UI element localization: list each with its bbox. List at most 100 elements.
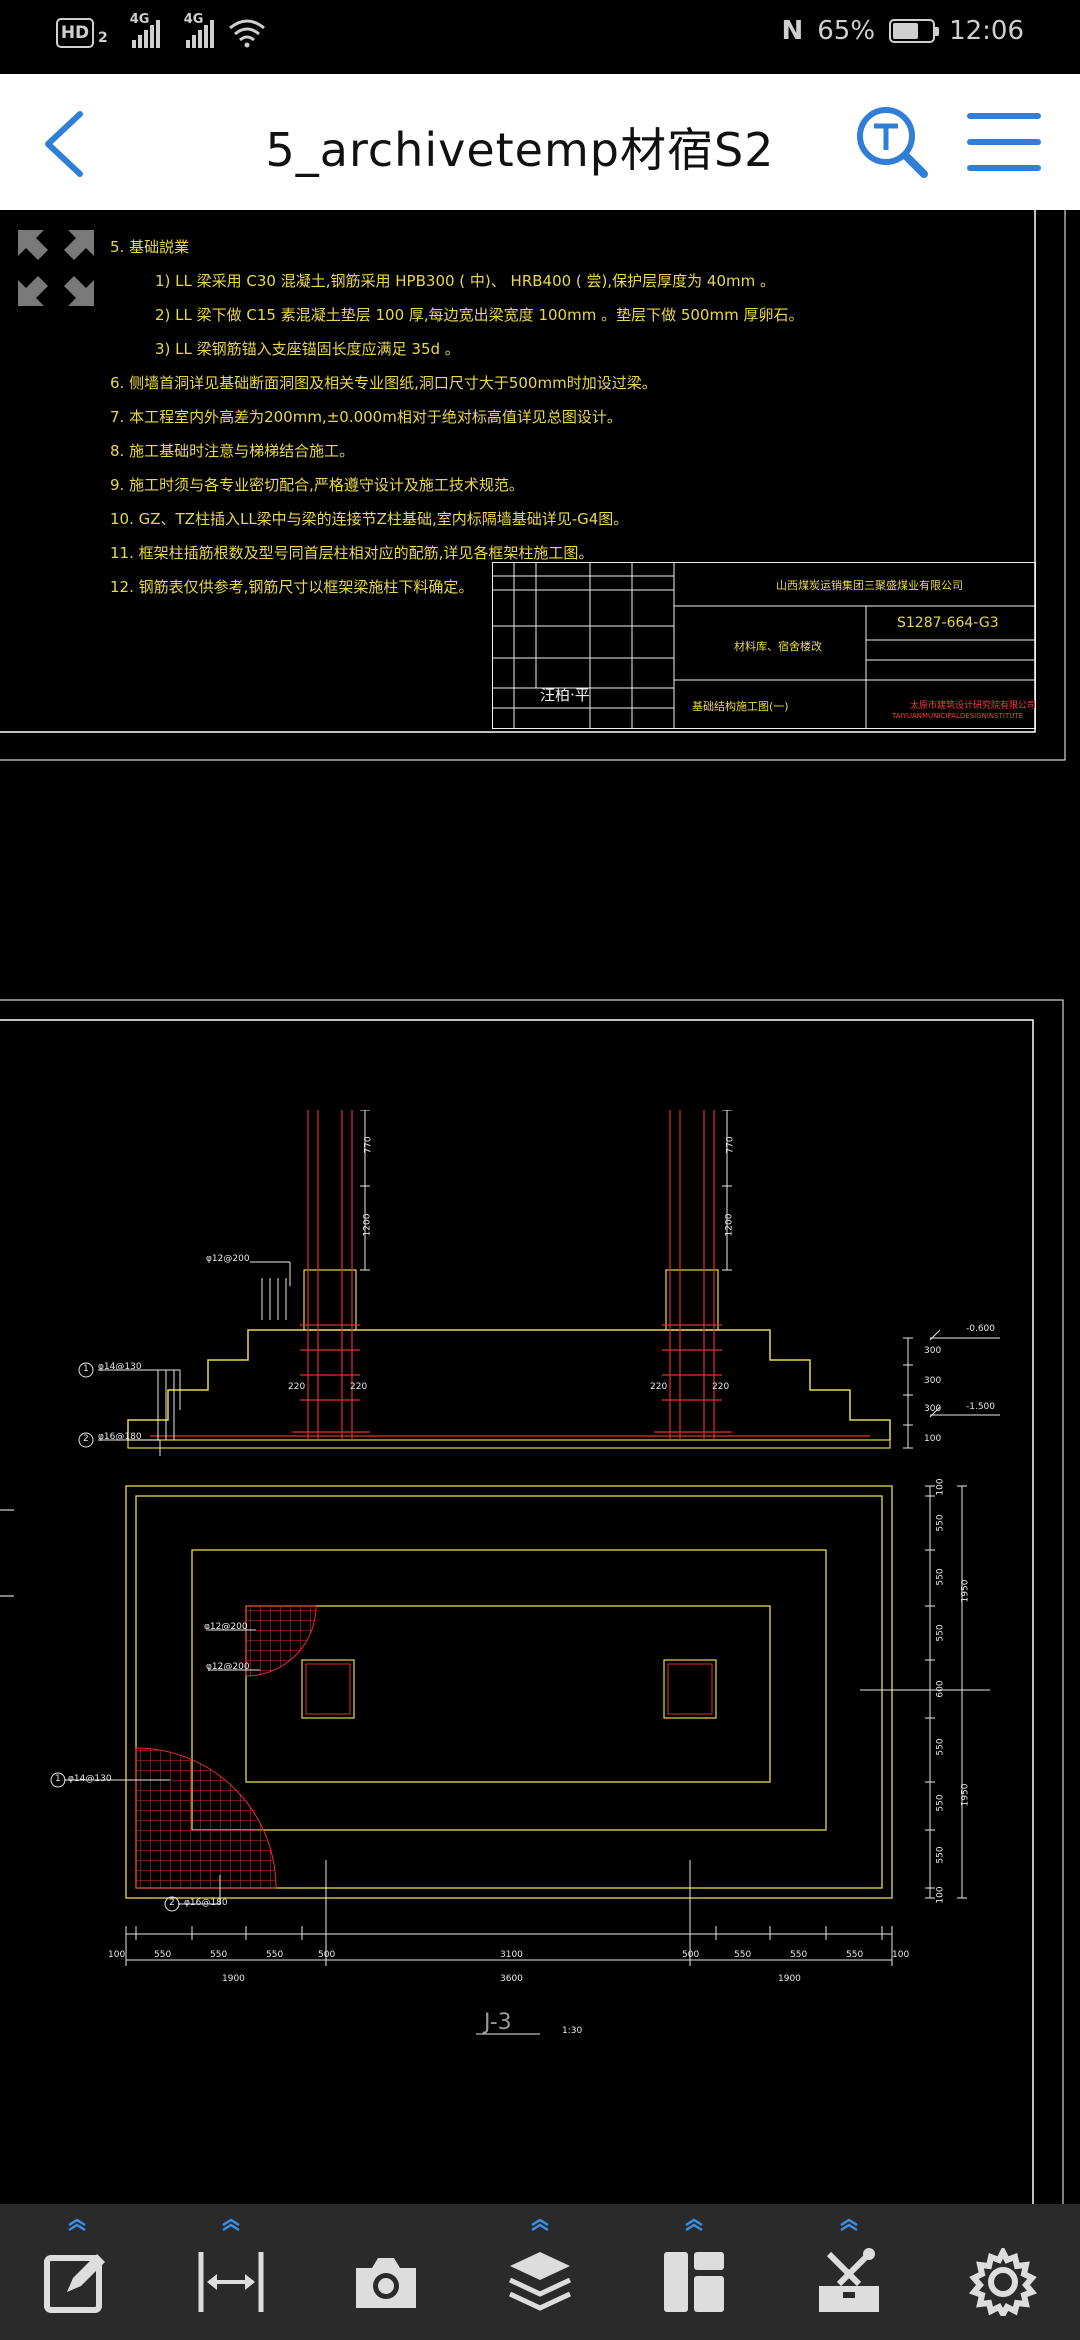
settings-button[interactable] bbox=[943, 2212, 1063, 2332]
dim-bottom: 550 bbox=[266, 1950, 284, 1960]
hd-voice-icon: HD bbox=[56, 18, 94, 48]
dim-bottom: 550 bbox=[846, 1950, 864, 1960]
dim-bottom: 100 bbox=[108, 1950, 126, 1960]
callout-number: 2 bbox=[169, 1898, 175, 1908]
dim-subtotal: 3600 bbox=[500, 1974, 523, 1984]
foundation-section-view bbox=[78, 1110, 1000, 1456]
general-notes: 5. 基础説業 1) LL 梁采用 C30 混凝土,钢筋采用 HPB300 ( … bbox=[110, 230, 803, 604]
drawing-canvas[interactable]: 5. 基础説業 1) LL 梁采用 C30 混凝土,钢筋采用 HPB300 ( … bbox=[0, 210, 1080, 2204]
callout-number: 1 bbox=[83, 1364, 89, 1374]
note-line: 1) LL 梁采用 C30 混凝土,钢筋采用 HPB300 ( 中)、 HRB4… bbox=[155, 272, 776, 290]
gear-icon bbox=[968, 2248, 1037, 2316]
status-right: N 65% 12:06 bbox=[782, 16, 1025, 46]
dim-step-1: 300 bbox=[924, 1346, 942, 1356]
title-block-company: 山西煤炭运销集团三聚盛煤业有限公司 bbox=[776, 579, 963, 592]
detail-scale: 1:30 bbox=[562, 2026, 583, 2036]
elevation-top: -0.600 bbox=[966, 1324, 996, 1334]
battery-icon bbox=[889, 19, 940, 43]
status-bar: HD 2 4G 4G N 65% 12:06 bbox=[0, 0, 1080, 74]
expand-up-icon bbox=[222, 2218, 241, 2232]
rebar-label-b: φ12@200 bbox=[206, 1662, 250, 1672]
dim-bottom: 100 bbox=[892, 1950, 910, 1960]
battery-percent: 65% bbox=[817, 16, 876, 46]
nfc-icon: N bbox=[781, 16, 804, 46]
dim-bottom: 550 bbox=[734, 1950, 752, 1960]
hamburger-menu-icon[interactable] bbox=[966, 104, 1042, 180]
note-line: 3) LL 梁钢筋锚入支座锚固长度应满足 35d 。 bbox=[155, 340, 460, 358]
expand-up-icon bbox=[531, 2218, 549, 2232]
chevron-left-icon[interactable] bbox=[36, 108, 96, 178]
fullscreen-icon[interactable] bbox=[14, 226, 98, 310]
foundation-plan-view bbox=[50, 1485, 990, 2035]
camera-button[interactable] bbox=[326, 2212, 446, 2332]
rebar-label-b: φ14@130 bbox=[98, 1362, 142, 1372]
note-line: 5. 基础説業 bbox=[110, 238, 190, 256]
dim-bottom: 550 bbox=[210, 1950, 228, 1960]
note-line: 12. 钢筋表仅供参考,钢筋尺寸以框架梁施柱下料确定。 bbox=[110, 578, 474, 596]
rebar-label-a: φ12@200 bbox=[206, 1254, 250, 1264]
edit-note-icon bbox=[44, 2254, 106, 2313]
rebar-label-d: φ16@180 bbox=[184, 1898, 228, 1908]
signal-strength-icon-1: 4G bbox=[130, 12, 160, 48]
dim-right: 100 bbox=[935, 1886, 946, 1904]
dim-right: 550 bbox=[935, 1738, 946, 1756]
annotate-button[interactable] bbox=[17, 2212, 137, 2332]
callout-number: 1 bbox=[55, 1774, 61, 1784]
dim-right: 550 bbox=[935, 1846, 946, 1864]
dim-right: 600 bbox=[935, 1680, 946, 1698]
note-line: 9. 施工时须与各专业密切配合,严格遵守设计及施工技术规范。 bbox=[110, 476, 524, 494]
note-line: 11. 框架柱插筋根数及型号同首层柱相对应的配筋,详见各框架柱施工图。 bbox=[110, 544, 594, 562]
elevation-bottom: -1.500 bbox=[966, 1402, 996, 1412]
detail-label: J-3 bbox=[484, 2010, 512, 2035]
app-header: 5_archivetemp材宿S2 bbox=[0, 74, 1080, 210]
toolbox-icon bbox=[818, 2248, 879, 2312]
measure-button[interactable] bbox=[171, 2212, 291, 2332]
camera-icon bbox=[355, 2258, 416, 2308]
dim-left-w1: 220 bbox=[288, 1382, 306, 1392]
title-block bbox=[492, 562, 1036, 729]
note-line: 2) LL 梁下做 C15 素混凝土垫层 100 厚,每边宽出梁宽度 100mm… bbox=[155, 306, 804, 324]
dim-left-w2: 220 bbox=[350, 1382, 368, 1392]
wifi-icon bbox=[228, 19, 265, 48]
dim-base: 100 bbox=[924, 1434, 942, 1444]
dim-step-3: 300 bbox=[924, 1404, 942, 1414]
title-block-sheet-name: 基础结构施工图(一) bbox=[692, 700, 789, 713]
rebar-label-c: φ16@180 bbox=[98, 1432, 142, 1442]
tools-button[interactable] bbox=[789, 2212, 909, 2332]
dim-right-subtotal: 1950 bbox=[960, 1783, 971, 1807]
bottom-toolbar bbox=[0, 2204, 1080, 2340]
layers-button[interactable] bbox=[480, 2212, 600, 2332]
sheet-frame-bottom bbox=[0, 999, 1064, 2204]
note-line: 6. 侧墙首洞详见基础断面洞图及相关专业图纸,洞口尺寸大于500mm时加设过梁。 bbox=[110, 374, 657, 392]
status-left: HD 2 4G 4G bbox=[56, 12, 266, 48]
note-line: 7. 本工程室内外高差为200mm,±0.000m相对于绝对标高值详见总图设计。 bbox=[110, 408, 622, 426]
dim-right-subtotal: 1950 bbox=[960, 1579, 971, 1603]
dim-right: 550 bbox=[935, 1794, 946, 1812]
dim-step-2: 300 bbox=[924, 1376, 942, 1386]
expand-up-icon bbox=[68, 2218, 86, 2232]
dim-col-top-left: 770 bbox=[363, 1136, 374, 1154]
title-block-designer-en: TAIYUANMUNICIPALDESIGNINSTITUTE bbox=[892, 712, 1024, 720]
dim-col-mid-left: 1200 bbox=[362, 1213, 373, 1237]
text-search-icon[interactable] bbox=[854, 104, 930, 180]
sim-slot-label: 2 bbox=[98, 30, 108, 46]
callout-number: 2 bbox=[83, 1434, 89, 1444]
dim-right: 550 bbox=[935, 1514, 946, 1532]
title-block-project: 材料库、宿舍楼改 bbox=[734, 640, 822, 653]
dim-bottom: 550 bbox=[790, 1950, 808, 1960]
document-title: 5_archivetemp材宿S2 bbox=[265, 123, 775, 177]
dim-bottom: 500 bbox=[682, 1950, 700, 1960]
note-line: 8. 施工基础时注意与梯梯结合施工。 bbox=[110, 442, 355, 460]
title-block-drawing-no: S1287-664-G3 bbox=[897, 615, 999, 631]
title-block-signature: 汪柏·平 bbox=[540, 686, 590, 704]
expand-up-icon bbox=[685, 2218, 703, 2232]
layers-icon bbox=[508, 2252, 572, 2311]
title-block-designer: 太原市建筑设计研究院有限公司 bbox=[910, 701, 1037, 711]
dim-bottom: 3100 bbox=[500, 1950, 523, 1960]
dim-subtotal: 1900 bbox=[778, 1974, 801, 1984]
layout-icon bbox=[664, 2252, 725, 2312]
dim-bottom: 550 bbox=[154, 1950, 172, 1960]
dim-right: 550 bbox=[935, 1624, 946, 1642]
dim-subtotal: 1900 bbox=[222, 1974, 245, 1984]
layout-button[interactable] bbox=[634, 2212, 754, 2332]
